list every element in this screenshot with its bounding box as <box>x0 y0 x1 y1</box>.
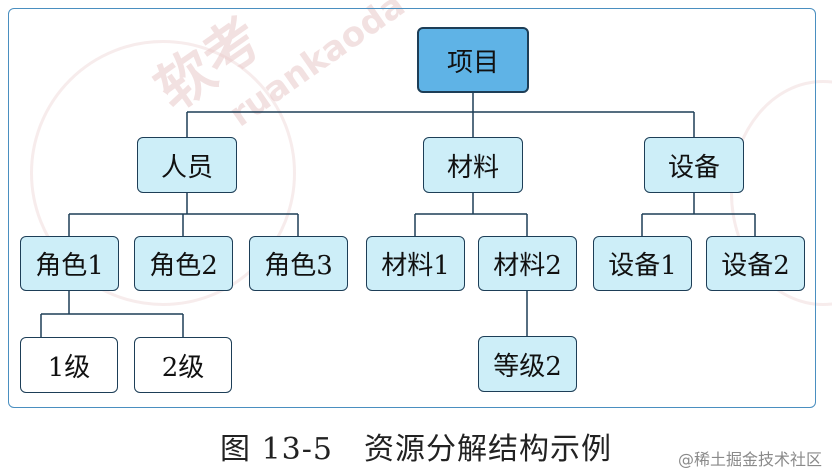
node-material-1: 材料1 <box>366 236 465 291</box>
node-equipment-2: 设备2 <box>706 236 805 291</box>
node-role-3: 角色3 <box>249 236 348 291</box>
node-level-1: 1级 <box>20 337 118 393</box>
diagram-frame <box>8 8 816 408</box>
node-role-1: 角色1 <box>20 236 119 291</box>
node-material-2: 材料2 <box>478 236 577 291</box>
node-level-2: 2级 <box>134 337 232 393</box>
node-grade-2: 等级2 <box>478 336 577 392</box>
node-project: 项目 <box>417 27 529 93</box>
source-credit: @稀土掘金技术社区 <box>677 450 822 469</box>
node-role-2: 角色2 <box>134 236 233 291</box>
node-equipment-1: 设备1 <box>593 236 692 291</box>
node-equipment: 设备 <box>644 137 744 193</box>
figure-caption: 图 13-5 资源分解结构示例 <box>220 432 612 467</box>
node-materials: 材料 <box>423 137 523 193</box>
node-personnel: 人员 <box>137 137 237 193</box>
